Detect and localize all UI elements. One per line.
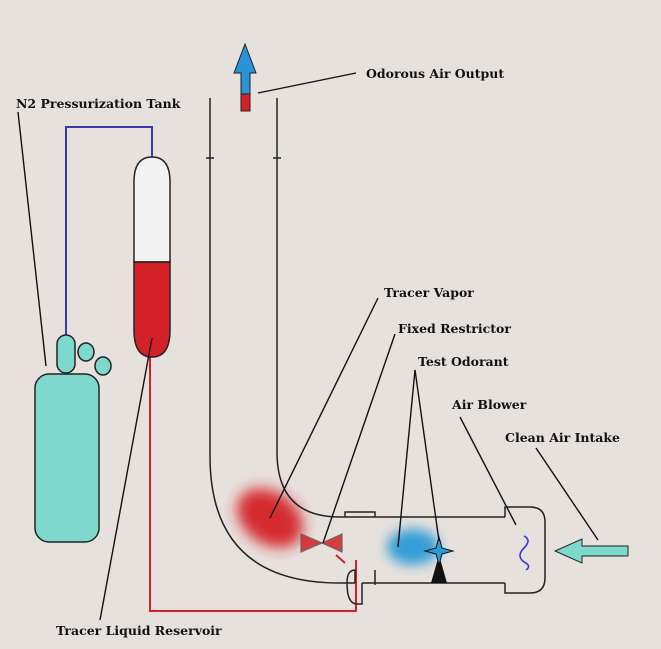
label-tracer-vapor: Tracer Vapor xyxy=(384,285,474,300)
n2-gas-line xyxy=(65,126,153,337)
tracer-liquid-reservoir xyxy=(133,156,171,358)
label-clean-air-intake: Clean Air Intake xyxy=(505,430,620,445)
label-n2-pressurization-tank: N2 Pressurization Tank xyxy=(16,96,181,111)
leader-lines xyxy=(17,72,599,621)
test-odorant-source xyxy=(423,535,455,583)
air-duct xyxy=(206,98,546,605)
label-air-blower: Air Blower xyxy=(451,397,527,412)
n2-pressurization-tank xyxy=(34,334,112,543)
restrictor-feed-line xyxy=(335,554,346,564)
label-odorous-air-output: Odorous Air Output xyxy=(366,66,504,81)
fixed-restrictor-valve xyxy=(300,533,343,553)
test-odorant-cloud xyxy=(387,529,439,565)
output-arrow-icon xyxy=(233,42,257,112)
label-fixed-restrictor: Fixed Restrictor xyxy=(398,321,511,336)
label-test-odorant: Test Odorant xyxy=(418,354,509,369)
air-blower-icon xyxy=(519,535,530,571)
intake-arrow-icon xyxy=(553,538,629,564)
label-tracer-liquid-reservoir: Tracer Liquid Reservoir xyxy=(56,623,222,638)
tracer-liquid-line xyxy=(149,352,357,612)
